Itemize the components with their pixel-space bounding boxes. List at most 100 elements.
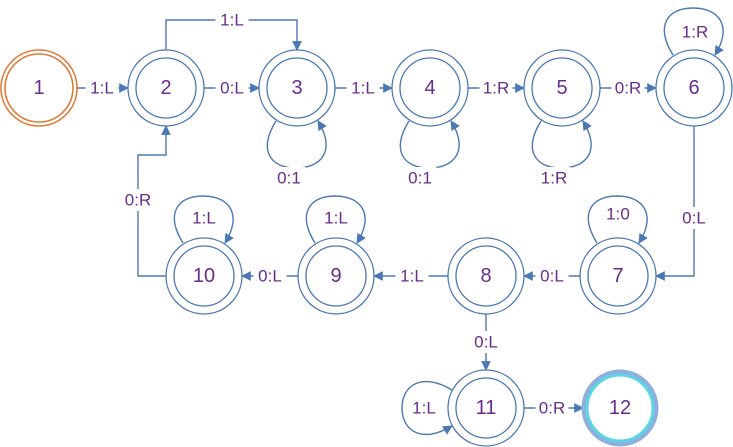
state-4-inner-ring — [399, 57, 461, 119]
edge-6-loop-label: 1:R — [682, 23, 708, 42]
edge-5-loop-label: 1:R — [541, 169, 567, 188]
edge-10-loop-label: 1:L — [192, 209, 216, 228]
edge-11-loop-label-bg — [407, 397, 441, 419]
state-12[interactable]: 12 — [581, 369, 659, 447]
state-11[interactable]: 11 — [447, 369, 525, 447]
state-3[interactable]: 3 — [258, 49, 336, 127]
state-2[interactable]: 2 — [127, 49, 205, 127]
state-2-label: 2 — [160, 77, 171, 99]
edge-3-4-label-bg — [346, 77, 380, 99]
edge-5-loop — [531, 120, 592, 169]
edge-7-loop-label-bg — [601, 203, 635, 225]
edge-11-12-label-bg — [535, 397, 569, 419]
edge-8-11-label: 0:L — [474, 333, 498, 352]
edge-11-loop — [401, 380, 453, 436]
state-8[interactable]: 8 — [447, 237, 525, 315]
state-1-outer-ring — [0, 49, 78, 127]
edge-4-loop — [399, 120, 460, 169]
state-6-outer-ring — [655, 49, 733, 127]
edge-6-7-label-group: 0:L — [677, 207, 711, 229]
edge-4-loop-label-group: 0:1 — [403, 167, 437, 189]
state-4[interactable]: 4 — [391, 49, 469, 127]
edge-10-2-label: 0:R — [125, 191, 151, 210]
edge-7-loop-label: 1:0 — [606, 205, 630, 224]
state-8-label: 8 — [480, 265, 491, 287]
edge-6-7-label-bg — [677, 207, 711, 229]
state-7[interactable]: 7 — [579, 237, 657, 315]
edge-5-loop-label-group: 1:R — [537, 167, 571, 189]
state-2-inner-ring — [135, 57, 197, 119]
state-11-outer-ring — [447, 369, 525, 447]
state-8-inner-ring — [455, 245, 517, 307]
edge-9-loop-label: 1:L — [324, 209, 348, 228]
edge-9-10-label-group: 0:L — [253, 265, 287, 287]
edge-3-loop-label-group: 0:1 — [272, 167, 306, 189]
state-10-outer-ring — [165, 237, 243, 315]
edge-4-5-label-group: 1:R — [479, 77, 513, 99]
edge-6-7-label: 0:L — [682, 209, 706, 228]
state-12-outer-ring — [581, 369, 659, 447]
state-1-label: 1 — [33, 77, 44, 99]
edge-3-4-label-group: 1:L — [346, 77, 380, 99]
edge-6-loop — [663, 7, 724, 56]
labels-layer: 1:L 0:L 1:L 0:1 1:L 0:1 1:R 1:R 0:R 1:R 0:L 1:0 0:L 1… — [85, 9, 712, 419]
state-3-outer-ring — [258, 49, 336, 127]
edge-8-9-label-group: 1:L — [395, 265, 429, 287]
state-10[interactable]: 10 — [165, 237, 243, 315]
edge-10-loop-label-group: 1:L — [187, 207, 221, 229]
state-5-outer-ring — [523, 49, 601, 127]
edge-8-9-label-bg — [395, 265, 429, 287]
state-9[interactable]: 9 — [297, 237, 375, 315]
edge-3-loop-label: 0:1 — [277, 169, 301, 188]
edge-1-2-label-bg — [85, 77, 119, 99]
edge-6-loop-label-group: 1:R — [678, 21, 712, 43]
edge-8-11-label-group: 0:L — [469, 331, 503, 353]
state-10-label: 10 — [193, 265, 215, 287]
edge-2-3-label: 0:L — [220, 79, 244, 98]
edge-10-2 — [137, 125, 171, 277]
edge-3-4-label: 1:L — [351, 79, 375, 98]
state-4-label: 4 — [424, 77, 435, 99]
edge-7-8-label-bg — [535, 265, 569, 287]
state-6[interactable]: 6 — [655, 49, 733, 127]
state-6-label: 6 — [688, 77, 699, 99]
state-5-inner-ring — [531, 57, 593, 119]
edge-11-loop-label: 1:L — [412, 399, 436, 418]
edge-11-12-label: 0:R — [539, 399, 565, 418]
state-5[interactable]: 5 — [523, 49, 601, 127]
state-12-inner-ring — [585, 373, 655, 443]
edge-5-6-label: 0:R — [615, 79, 641, 98]
edge-10-loop-label-bg — [187, 207, 221, 229]
edge-3-loop — [266, 120, 327, 169]
edge-7-loop-label-group: 1:0 — [601, 203, 635, 225]
state-10-inner-ring — [173, 245, 235, 307]
edge-4-loop-label: 0:1 — [408, 169, 432, 188]
edge-7-8-label-group: 0:L — [535, 265, 569, 287]
edge-4-5-label-bg — [479, 77, 513, 99]
state-9-label: 9 — [330, 265, 341, 287]
state-9-outer-ring — [297, 237, 375, 315]
edge-3-loop-label-bg — [272, 167, 306, 189]
edge-7-loop — [587, 195, 648, 244]
edge-5-loop-label-bg — [537, 167, 571, 189]
state-11-label: 11 — [476, 397, 497, 419]
edge-5-6-label-group: 0:R — [611, 77, 645, 99]
edge-9-loop-label-group: 1:L — [319, 207, 353, 229]
edge-11-12-label-group: 0:R — [535, 397, 569, 419]
state-3-inner-ring — [266, 57, 328, 119]
edge-8-11-label-bg — [469, 331, 503, 353]
state-1[interactable]: 1 — [0, 49, 78, 127]
edge-4-5-label: 1:R — [483, 79, 509, 98]
state-7-inner-ring — [587, 245, 649, 307]
state-11-inner-ring — [455, 377, 517, 439]
edge-6-7 — [655, 126, 695, 281]
edge-9-loop-label-bg — [319, 207, 353, 229]
edge-1-2-label: 1:L — [90, 79, 114, 98]
state-6-inner-ring — [663, 57, 725, 119]
edge-7-8-label: 0:L — [540, 267, 564, 286]
edge-9-10-label: 0:L — [258, 267, 282, 286]
edge-9-loop — [305, 195, 366, 244]
edge-10-2-label-bg — [121, 189, 155, 211]
